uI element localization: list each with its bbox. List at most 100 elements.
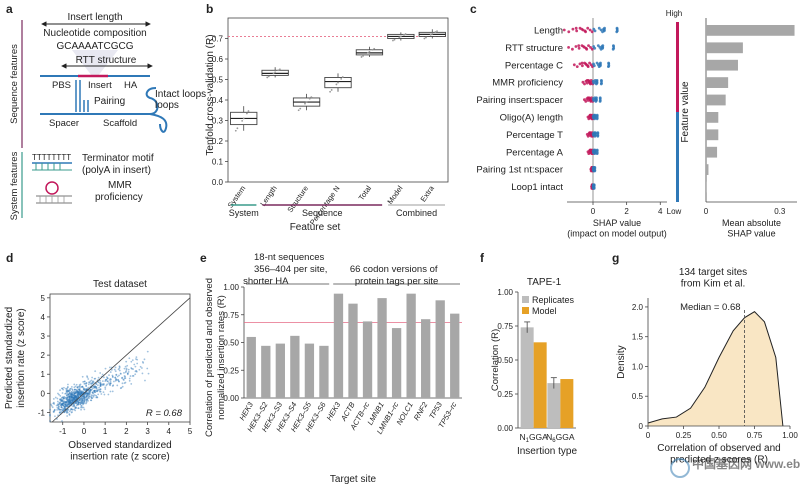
d-point — [71, 395, 73, 397]
d-point — [77, 393, 79, 396]
d-point — [72, 404, 75, 407]
d-point — [74, 394, 77, 397]
d-point — [68, 402, 71, 405]
d-point — [73, 404, 76, 407]
d-point — [102, 383, 105, 386]
d-point — [77, 400, 79, 403]
d-point — [68, 393, 71, 396]
pairing-label: Pairing — [94, 96, 125, 107]
d-point — [130, 360, 133, 363]
d-point — [91, 380, 94, 383]
d-point — [86, 392, 89, 395]
d-point — [90, 396, 93, 399]
d-point — [72, 391, 75, 394]
d-point — [62, 409, 65, 412]
d-point — [76, 391, 78, 394]
intact-loops-label-2: loops — [155, 100, 179, 111]
d-point — [125, 368, 128, 371]
c-shap-point — [615, 29, 619, 33]
d-point — [135, 358, 137, 360]
d-point — [99, 381, 102, 384]
polyT-text: TTTTTTTT — [32, 153, 71, 162]
d-point — [111, 385, 114, 387]
d-point — [65, 389, 68, 391]
d-point — [76, 403, 79, 405]
d-point — [74, 395, 77, 398]
d-point — [67, 393, 70, 396]
c-shap-point — [598, 96, 602, 100]
d-point — [49, 408, 52, 411]
d-point — [75, 391, 77, 394]
c-shap-point — [582, 45, 585, 48]
c-shap-point — [595, 151, 599, 155]
d-point — [109, 366, 111, 369]
mmr-label: MMR — [108, 180, 132, 191]
e-bar — [319, 345, 329, 398]
d-point — [118, 367, 121, 370]
d-point — [53, 408, 56, 411]
d-point — [74, 396, 77, 399]
d-point — [81, 399, 84, 402]
f-xtick-label: N1GGA — [519, 432, 548, 444]
d-point — [67, 385, 69, 388]
d-point — [78, 388, 81, 391]
d-point — [66, 398, 69, 401]
d-point — [93, 390, 96, 392]
d-point — [73, 383, 76, 386]
d-point — [79, 385, 81, 388]
d-point — [111, 376, 114, 379]
d-point — [96, 396, 99, 399]
d-point — [114, 370, 117, 373]
d-point — [70, 395, 73, 398]
b-point — [431, 32, 434, 35]
d-point — [70, 393, 73, 396]
c-shap-point — [592, 64, 596, 68]
b-ytick-label: 0.5 — [212, 76, 224, 85]
d-point — [111, 375, 114, 378]
d-point — [128, 377, 131, 380]
c-feature-label: Pairing insert:spacer — [476, 95, 563, 106]
d-point — [74, 406, 77, 409]
d-point — [110, 368, 113, 371]
d-point — [75, 401, 77, 404]
d-title: Test dataset — [93, 279, 147, 290]
d-point — [85, 400, 88, 403]
d-point — [93, 394, 96, 396]
d-point — [58, 398, 61, 401]
d-identity-line — [51, 297, 191, 423]
d-point — [66, 404, 69, 407]
d-point — [67, 398, 69, 401]
d-point — [77, 402, 80, 404]
b-point — [267, 75, 270, 78]
d-point — [75, 395, 77, 398]
e-ytick-label: 0.25 — [223, 366, 239, 375]
d-ytick-label: 2 — [41, 351, 46, 360]
d-point — [83, 394, 85, 397]
d-point — [63, 405, 66, 408]
d-point — [75, 383, 78, 386]
d-point — [81, 399, 84, 401]
d-point — [63, 402, 65, 405]
d-point — [109, 384, 112, 387]
d-point — [123, 377, 126, 380]
d-point — [58, 408, 61, 411]
d-point — [70, 397, 73, 399]
d-point — [72, 399, 74, 402]
d-point — [83, 382, 86, 385]
d-point — [70, 401, 73, 404]
d-point — [67, 400, 70, 403]
d-point — [65, 403, 68, 406]
d-point — [68, 400, 71, 403]
d-point — [99, 388, 102, 391]
c-feature-label: Percentage T — [506, 130, 563, 141]
c-shap-point — [586, 64, 590, 68]
b-point — [241, 120, 244, 122]
d-point — [96, 389, 99, 392]
mmr-proficiency-label: proficiency — [95, 192, 143, 203]
b-point — [299, 107, 302, 110]
d-point — [78, 385, 80, 388]
d-point — [121, 382, 124, 385]
c-shap-point — [607, 61, 611, 65]
